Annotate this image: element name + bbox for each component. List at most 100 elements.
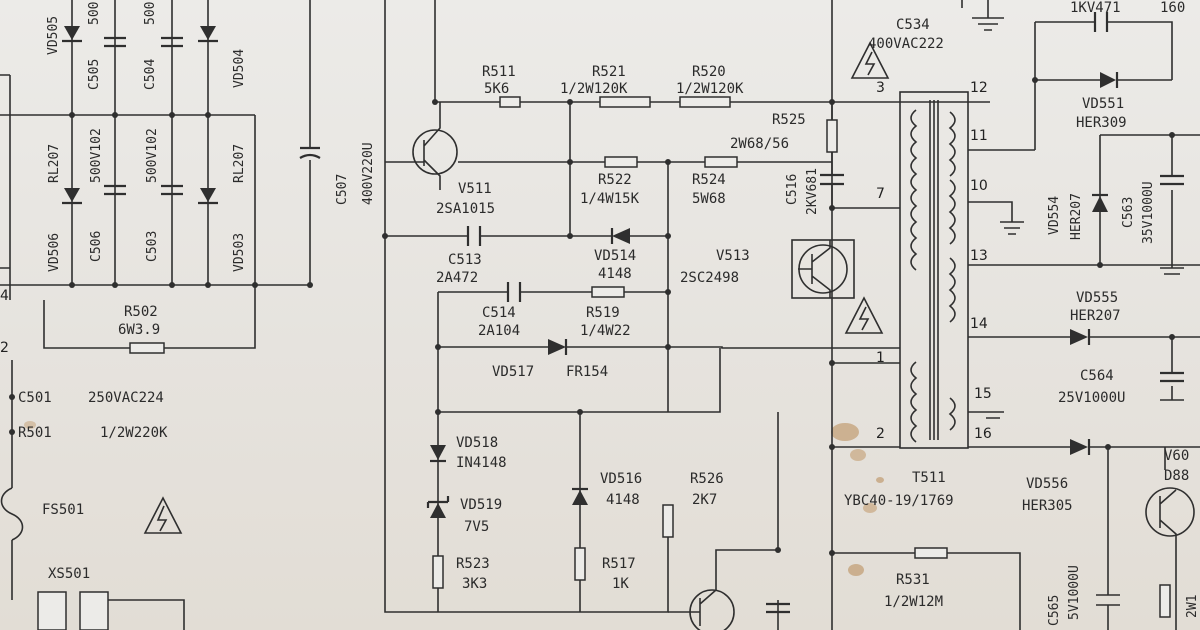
c534-value: 400VAC222 [868, 36, 944, 52]
primary-labels: C507 400V220U R511 5K6 R521 1/2W120K R52… [335, 64, 744, 592]
vd506-diode-symbol [64, 188, 80, 202]
vd519-zener-symbol [430, 503, 446, 518]
switching-stage [791, 0, 1200, 630]
v60-transistor-symbol [1145, 487, 1195, 537]
pin-3: 3 [876, 80, 885, 96]
xs501-label: XS501 [48, 566, 90, 582]
vd517-diode-symbol [548, 339, 566, 355]
c513-value: 2A472 [436, 270, 478, 286]
r525-value: 2W68/56 [730, 136, 789, 152]
c505-label: C505 [87, 59, 102, 90]
r523-value: 3K3 [462, 576, 487, 592]
vd506-label: VD506 [47, 233, 62, 272]
vd555-label: VD555 [1076, 290, 1118, 306]
vd556-label: VD556 [1026, 476, 1068, 492]
v513-label: V513 [716, 248, 750, 264]
vd504-label: VD504 [232, 49, 247, 88]
c513-label: C513 [448, 252, 482, 268]
bridge-labels: VD505 C505 500 C504 500 VD504 RL207 RL20… [0, 2, 247, 582]
edge-label-4: 4 [0, 288, 9, 304]
c563-label: C563 [1121, 197, 1136, 228]
r525-label: R525 [772, 112, 806, 128]
vd514-diode-symbol [612, 228, 630, 244]
c504-value-fragment: 500 [143, 2, 158, 25]
top-right-fragment: 160 [1160, 0, 1185, 16]
c501-label: C501 [18, 390, 52, 406]
t511-transformer-symbol [899, 91, 969, 449]
c514-label: C514 [482, 305, 516, 321]
pin-14: 14 [970, 316, 988, 332]
c516-value: 2KV681 [805, 168, 820, 215]
vd519-value: 7V5 [464, 519, 489, 535]
secondary-labels: 1KV471 160 VD551 HER309 VD554 HER207 C56… [1022, 0, 1200, 626]
output-resistor-value: 2W1 [1185, 595, 1200, 618]
high-voltage-warning-icon-mid [844, 296, 884, 334]
c534-label: C534 [896, 17, 930, 33]
r531-value: 1/2W12M [884, 594, 943, 610]
vd551-label: VD551 [1082, 96, 1124, 112]
r511-value: 5K6 [484, 81, 509, 97]
c563-value: 35V1000U [1141, 181, 1156, 244]
vd555-value: HER207 [1070, 308, 1121, 324]
vd518-value: IN4148 [456, 455, 507, 471]
c564-value: 25V1000U [1058, 390, 1125, 406]
r520-resistor-symbol [679, 96, 731, 108]
pin-16: 16 [974, 426, 992, 442]
c514-value: 2A104 [478, 323, 520, 339]
r511-resistor-symbol [499, 96, 521, 108]
t511-label: T511 [912, 470, 946, 486]
r521-label: R521 [592, 64, 626, 80]
r502-value: 6W3.9 [118, 322, 160, 338]
c503-value-label: 500V102 [145, 128, 160, 183]
r531-resistor-symbol [914, 547, 948, 559]
r523-label: R523 [456, 556, 490, 572]
vd514-label: VD514 [594, 248, 636, 264]
output-resistor-symbol [1159, 584, 1171, 618]
c507-value: 400V220U [361, 142, 376, 205]
r519-resistor-symbol [591, 286, 625, 298]
r521-resistor-symbol [599, 96, 651, 108]
v511-transistor-symbol [412, 129, 458, 175]
vd554-label: VD554 [1047, 196, 1062, 235]
c501-value: 250VAC224 [88, 390, 164, 406]
pin-15: 15 [974, 386, 992, 402]
vd554-value: HER207 [1069, 193, 1084, 240]
vd556-value: HER305 [1022, 498, 1073, 514]
vd517-label: VD517 [492, 364, 534, 380]
v511-label: V511 [458, 181, 492, 197]
pin-10: 10 [970, 178, 988, 194]
edge-label-2: 2 [0, 340, 9, 356]
vd503-diode-symbol [200, 188, 216, 202]
d88-label: D88 [1164, 468, 1189, 484]
r511-label: R511 [482, 64, 516, 80]
vd518-label: VD518 [456, 435, 498, 451]
vd518-diode-symbol [430, 445, 446, 460]
v511-type: 2SA1015 [436, 201, 495, 217]
fs501-label: FS501 [42, 502, 84, 518]
r502-resistor-symbol [129, 342, 165, 354]
secondary-outputs [1032, 12, 1200, 630]
v60-label: V60 [1164, 448, 1189, 464]
r520-value: 1/2W120K [676, 81, 744, 97]
r520-label: R520 [692, 64, 726, 80]
vd505-label: VD505 [46, 16, 61, 55]
r522-resistor-symbol [604, 156, 638, 168]
switching-labels: C534 400VAC222 R525 2W68/56 C516 2KV681 … [680, 17, 992, 610]
c504-label: C504 [143, 59, 158, 90]
vd514-value: 4148 [598, 266, 632, 282]
r501-label: R501 [18, 425, 52, 441]
r523-resistor-symbol [432, 555, 444, 589]
bridge-rectifier [0, 0, 310, 630]
r517-resistor-symbol [574, 547, 586, 581]
t511-type: YBC40-19/1769 [844, 493, 954, 509]
vd503-label: VD503 [232, 233, 247, 272]
r522-value: 1/4W15K [580, 191, 640, 207]
c564-label: C564 [1080, 368, 1114, 384]
vd554-diode-symbol [1092, 196, 1108, 212]
r502-label: R502 [124, 304, 158, 320]
v513-type: 2SC2498 [680, 270, 739, 286]
c565-label: C565 [1047, 595, 1062, 626]
r524-label: R524 [692, 172, 726, 188]
